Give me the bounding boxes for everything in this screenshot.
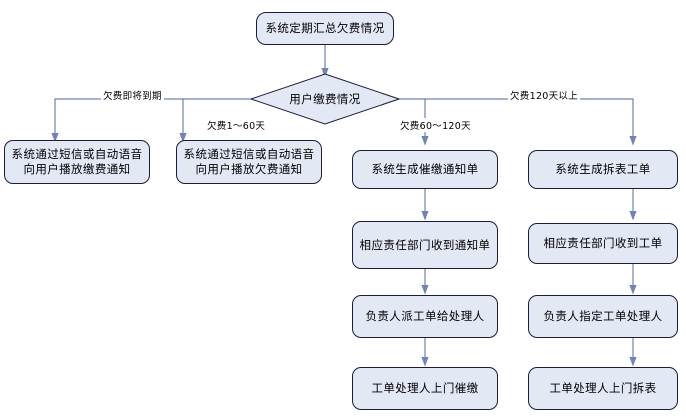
edge-label-over-120: 欠费120天以上 (508, 88, 581, 102)
node-label: 负责人派工单给处理人 (365, 309, 485, 323)
node-label: 工单处理人上门催缴 (371, 381, 479, 395)
edge-label-1-60: 欠费1～60天 (205, 118, 268, 132)
decision-node[interactable]: 用户缴费情况 (250, 73, 400, 125)
node-label: 负责人指定工单处理人 (543, 309, 663, 323)
start-node-label: 系统定期汇总欠费情况 (265, 21, 385, 35)
node-label: 系统生成催缴通知单 (371, 162, 479, 176)
node-label: 相应责任部门收到通知单 (359, 237, 491, 252)
edge-label-60-120: 欠费60～120天 (398, 118, 473, 132)
node-handler-visit-removal[interactable]: 工单处理人上门拆表 (528, 367, 678, 410)
node-label: 相应责任部门收到工单 (543, 236, 663, 250)
node-label: 系统通过短信或自动语音向用户播放欠费通知 (183, 147, 315, 176)
decision-node-label: 用户缴费情况 (289, 92, 361, 106)
node-dept-receive-notice[interactable]: 相应责任部门收到通知单 (352, 221, 498, 269)
node-sms-payment-notice[interactable]: 系统通过短信或自动语音向用户播放缴费通知 (4, 140, 150, 184)
node-manager-dispatch-order[interactable]: 负责人派工单给处理人 (352, 295, 498, 338)
node-handler-visit-dunning[interactable]: 工单处理人上门催缴 (352, 367, 498, 410)
connector-decision-to-branch1 (51, 98, 250, 143)
node-sms-arrears-notice[interactable]: 系统通过短信或自动语音向用户播放欠费通知 (176, 140, 322, 184)
node-label: 系统通过短信或自动语音向用户播放缴费通知 (11, 147, 143, 176)
connector-decision-to-branch4 (400, 98, 637, 146)
start-node[interactable]: 系统定期汇总欠费情况 (256, 12, 394, 45)
node-label: 系统生成拆表工单 (555, 162, 651, 176)
node-generate-dunning-notice[interactable]: 系统生成催缴通知单 (352, 150, 498, 189)
node-generate-removal-order[interactable]: 系统生成拆表工单 (528, 150, 678, 189)
decision-shape (250, 73, 400, 125)
node-label: 工单处理人上门拆表 (549, 381, 657, 395)
node-manager-assign-handler[interactable]: 负责人指定工单处理人 (528, 295, 678, 338)
edge-label-overdue-soon: 欠费即将到期 (101, 88, 164, 102)
node-dept-receive-order[interactable]: 相应责任部门收到工单 (528, 223, 678, 264)
